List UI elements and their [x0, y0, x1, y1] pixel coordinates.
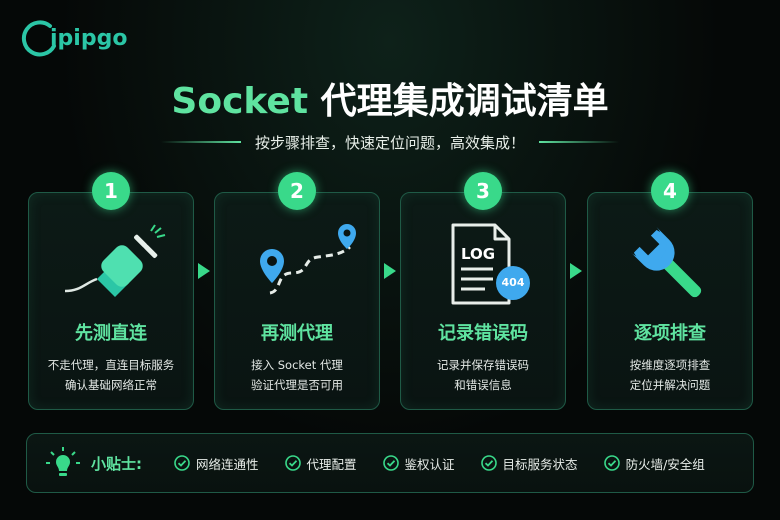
check-circle-icon: [382, 455, 399, 471]
check-circle-icon: [284, 455, 301, 471]
step-title: 先测直连: [75, 323, 147, 344]
step-desc-line: 和错误信息: [454, 378, 512, 392]
tips-bar: 小贴士: 网络连通性 代理配置 鉴权认证 目标服务状态 防火墙/安全组: [26, 433, 754, 493]
route-pin-icon: [215, 221, 379, 311]
step-desc-line: 记录并保存错误码: [437, 358, 529, 372]
title-rest: 代理集成调试清单: [308, 81, 609, 122]
step-card-3: LOG 404 记录错误码 记录并保存错误码 和错误信息: [400, 192, 566, 410]
check-circle-icon: [480, 455, 497, 471]
tip-text: 鉴权认证: [404, 456, 455, 472]
step-description: 接入 Socket 代理 验证代理是否可用: [221, 355, 373, 395]
tip-text: 防火墙/安全组: [625, 456, 705, 472]
error-code-badge: 404: [501, 276, 525, 289]
step-number-1: 1: [92, 172, 130, 210]
step-title: 逐项排查: [634, 323, 706, 344]
check-circle-icon: [174, 455, 190, 471]
log-label: LOG: [461, 245, 496, 263]
arrow-right-icon: [570, 263, 582, 279]
logo-text: ipipgo: [50, 26, 128, 51]
plug-icon: [29, 221, 193, 311]
step-desc-line: 验证代理是否可用: [251, 378, 343, 392]
step-desc-line: 确认基础网络正常: [65, 378, 157, 392]
subtitle-divider-right: [539, 141, 619, 143]
subtitle-divider-left: [160, 141, 241, 143]
step-number-3: 3: [464, 172, 502, 210]
lightbulb-icon: [46, 447, 80, 476]
arrow-right-icon: [198, 263, 210, 279]
step-title: 记录错误码: [438, 323, 528, 344]
page-title: Socket 代理集成调试清单: [0, 72, 780, 124]
step-description: 记录并保存错误码 和错误信息: [407, 355, 559, 395]
log-file-icon: LOG 404: [401, 221, 565, 311]
step-desc-line: 定位并解决问题: [629, 378, 711, 392]
step-card-2: 再测代理 接入 Socket 代理 验证代理是否可用: [214, 192, 380, 410]
tip-item: 防火墙/安全组: [603, 454, 705, 473]
step-number-4: 4: [651, 172, 689, 210]
subtitle: 按步骤排查，快速定位问题，高效集成！: [254, 133, 525, 152]
wrench-icon: [588, 221, 752, 311]
arrow-right-icon: [384, 263, 396, 279]
step-card-1: 先测直连 不走代理，直连目标服务 确认基础网络正常: [28, 192, 194, 410]
step-desc-line: 接入 Socket 代理: [251, 358, 343, 372]
step-desc-line: 按维度逐项排查: [629, 358, 711, 372]
step-number-2: 2: [278, 172, 316, 210]
tip-text: 目标服务状态: [502, 456, 578, 472]
tip-text: 代理配置: [306, 456, 357, 472]
check-circle-icon: [603, 455, 620, 471]
step-card-4: 逐项排查 按维度逐项排查 定位并解决问题: [587, 192, 753, 410]
title-accent: Socket: [171, 81, 309, 122]
logo-ring-icon: [21, 20, 56, 57]
step-description: 按维度逐项排查 定位并解决问题: [594, 355, 746, 395]
brand-logo: ipipgo: [18, 12, 138, 64]
step-description: 不走代理，直连目标服务 确认基础网络正常: [35, 355, 187, 395]
subtitle-row: 按步骤排查，快速定位问题，高效集成！: [0, 130, 780, 154]
tip-item: 代理配置: [284, 454, 357, 473]
tip-item: 网络连通性: [174, 454, 259, 473]
tip-item: 鉴权认证: [382, 454, 455, 473]
step-desc-line: 不走代理，直连目标服务: [47, 358, 175, 372]
tips-label: 小贴士:: [91, 454, 142, 473]
tip-text: 网络连通性: [196, 456, 259, 472]
step-title: 再测代理: [261, 323, 333, 344]
tip-item: 目标服务状态: [480, 454, 578, 473]
